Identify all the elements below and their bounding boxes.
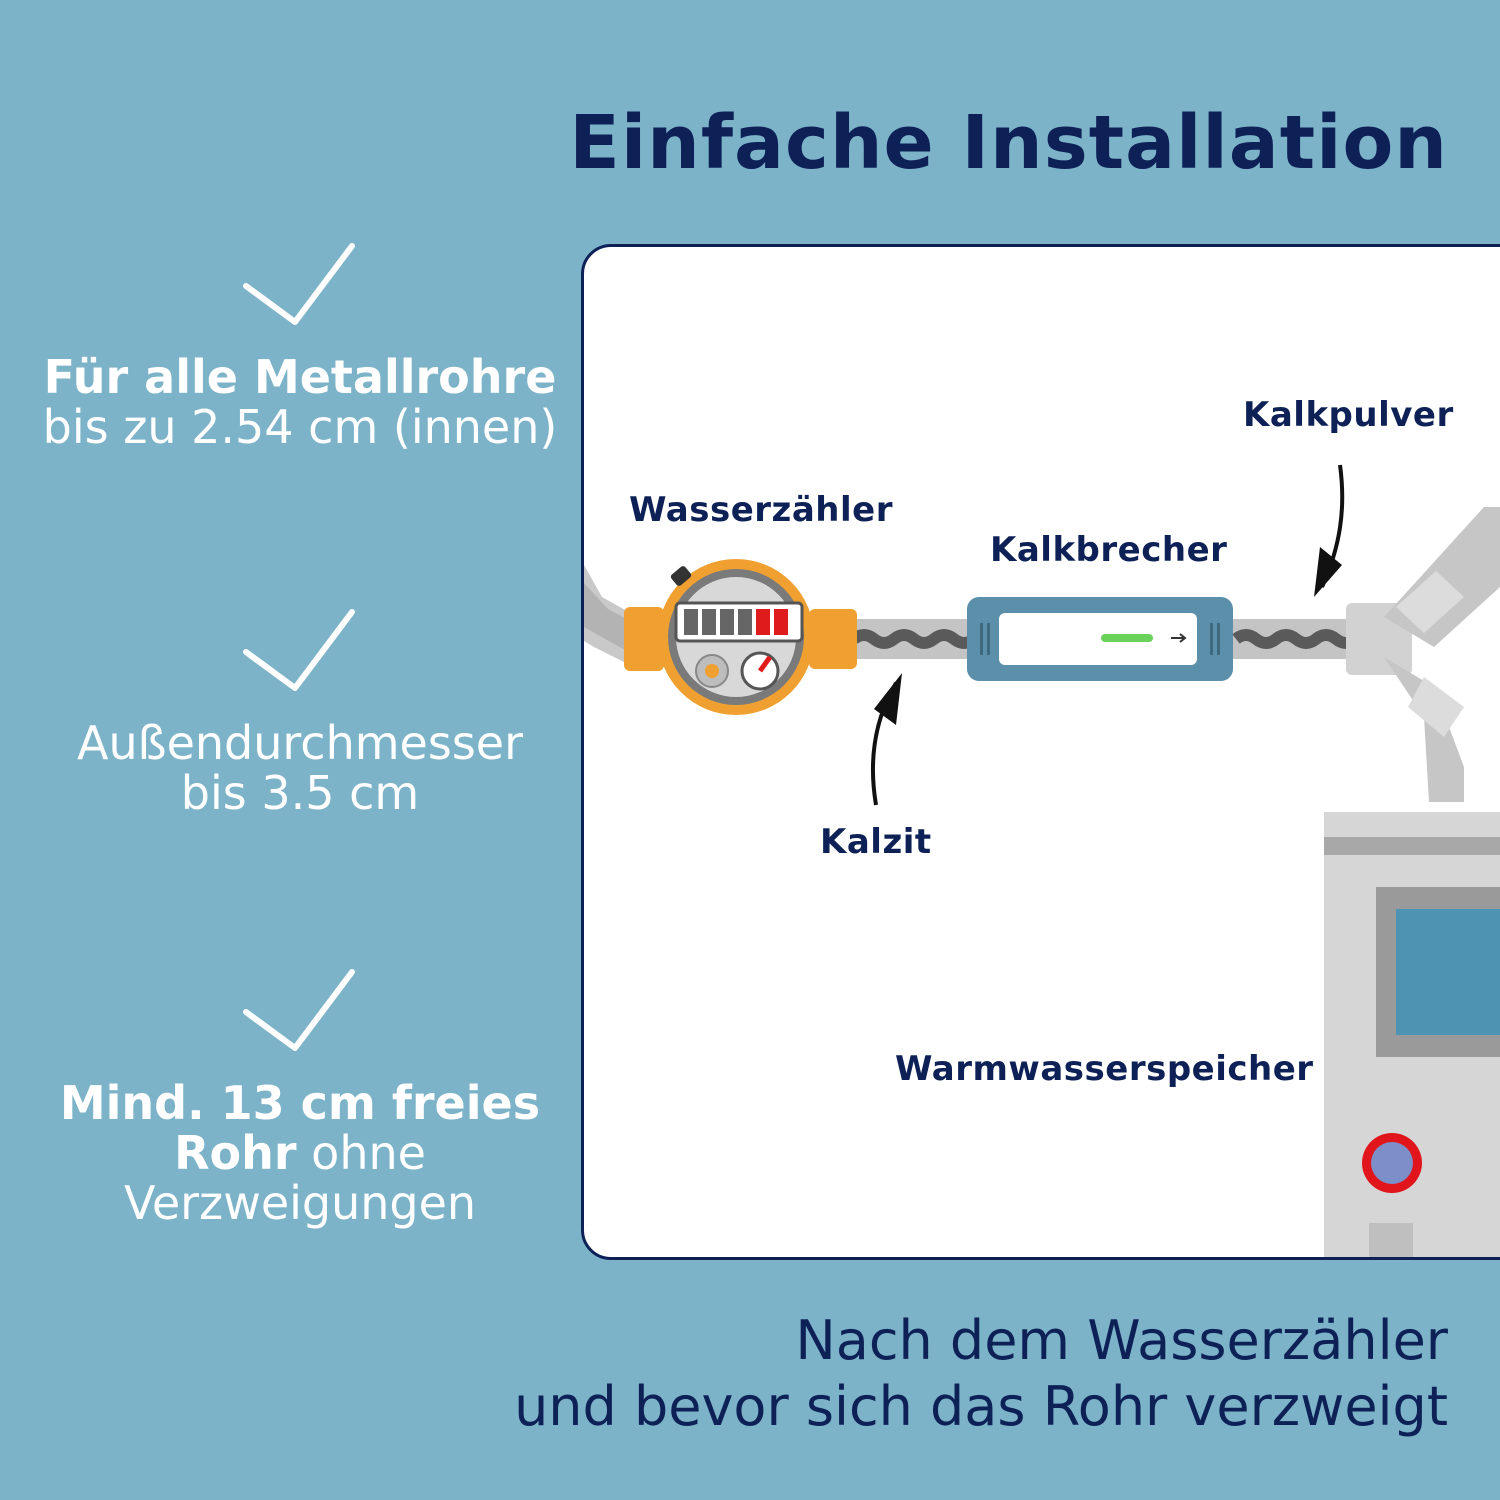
inlet-pipe [584, 565, 634, 667]
installation-diagram: Wasserzähler Kalkbrecher Kalkpulver Kalz… [581, 244, 1500, 1260]
feature-3-title: Mind. 13 cm freies [59, 1076, 541, 1130]
arrow-to-powder [1314, 464, 1345, 597]
powder-deposit [1232, 629, 1360, 649]
diagram-artwork [584, 464, 1500, 1257]
warm-water-tank [1324, 812, 1500, 1257]
check-icon [243, 609, 355, 691]
installation-note-line-2: und bevor sich das Rohr verzweigt [514, 1375, 1448, 1438]
check-icon [243, 243, 355, 325]
label-water-meter: Wasserzähler [629, 490, 893, 530]
feature-3-detail: Verzweigungen [123, 1176, 477, 1230]
meter-connector-left [624, 607, 664, 671]
label-warm-water-tank: Warmwasserspeicher [895, 1049, 1314, 1089]
check-icon [243, 969, 355, 1051]
meter-connector-right [809, 609, 857, 669]
feature-3-ohne: ohne [296, 1126, 426, 1180]
feature-2-title: Außendurchmesser [76, 716, 523, 770]
page-title: Einfache Installation [569, 100, 1448, 186]
feature-free-pipe: Mind. 13 cm freies Rohr ohne Verzweigung… [20, 966, 580, 1228]
installation-note-line-1: Nach dem Wasserzähler [795, 1309, 1448, 1372]
calcite-deposit [850, 629, 978, 649]
label-scale-breaker: Kalkbrecher [990, 530, 1228, 570]
feature-outer-diameter: Außendurchmesser bis 3.5 cm [20, 606, 580, 818]
arrow-right-icon [1171, 633, 1187, 643]
feature-2-detail: bis 3.5 cm [180, 766, 420, 820]
feature-pipe-material: Für alle Metallrohre bis zu 2.54 cm (inn… [20, 240, 580, 452]
installation-note: Nach dem Wasserzähler und bevor sich das… [514, 1308, 1448, 1440]
feature-3-rohr: Rohr [174, 1126, 297, 1180]
water-meter [658, 559, 814, 715]
pipe-junction [1346, 507, 1500, 802]
scale-breaker-device [967, 597, 1233, 681]
feature-1-title: Für alle Metallrohre [43, 350, 557, 404]
feature-1-detail: bis zu 2.54 cm (innen) [42, 400, 558, 454]
label-lime-powder: Kalkpulver [1243, 395, 1454, 435]
label-calcite: Kalzit [820, 822, 932, 862]
arrow-to-calcite [870, 673, 902, 806]
